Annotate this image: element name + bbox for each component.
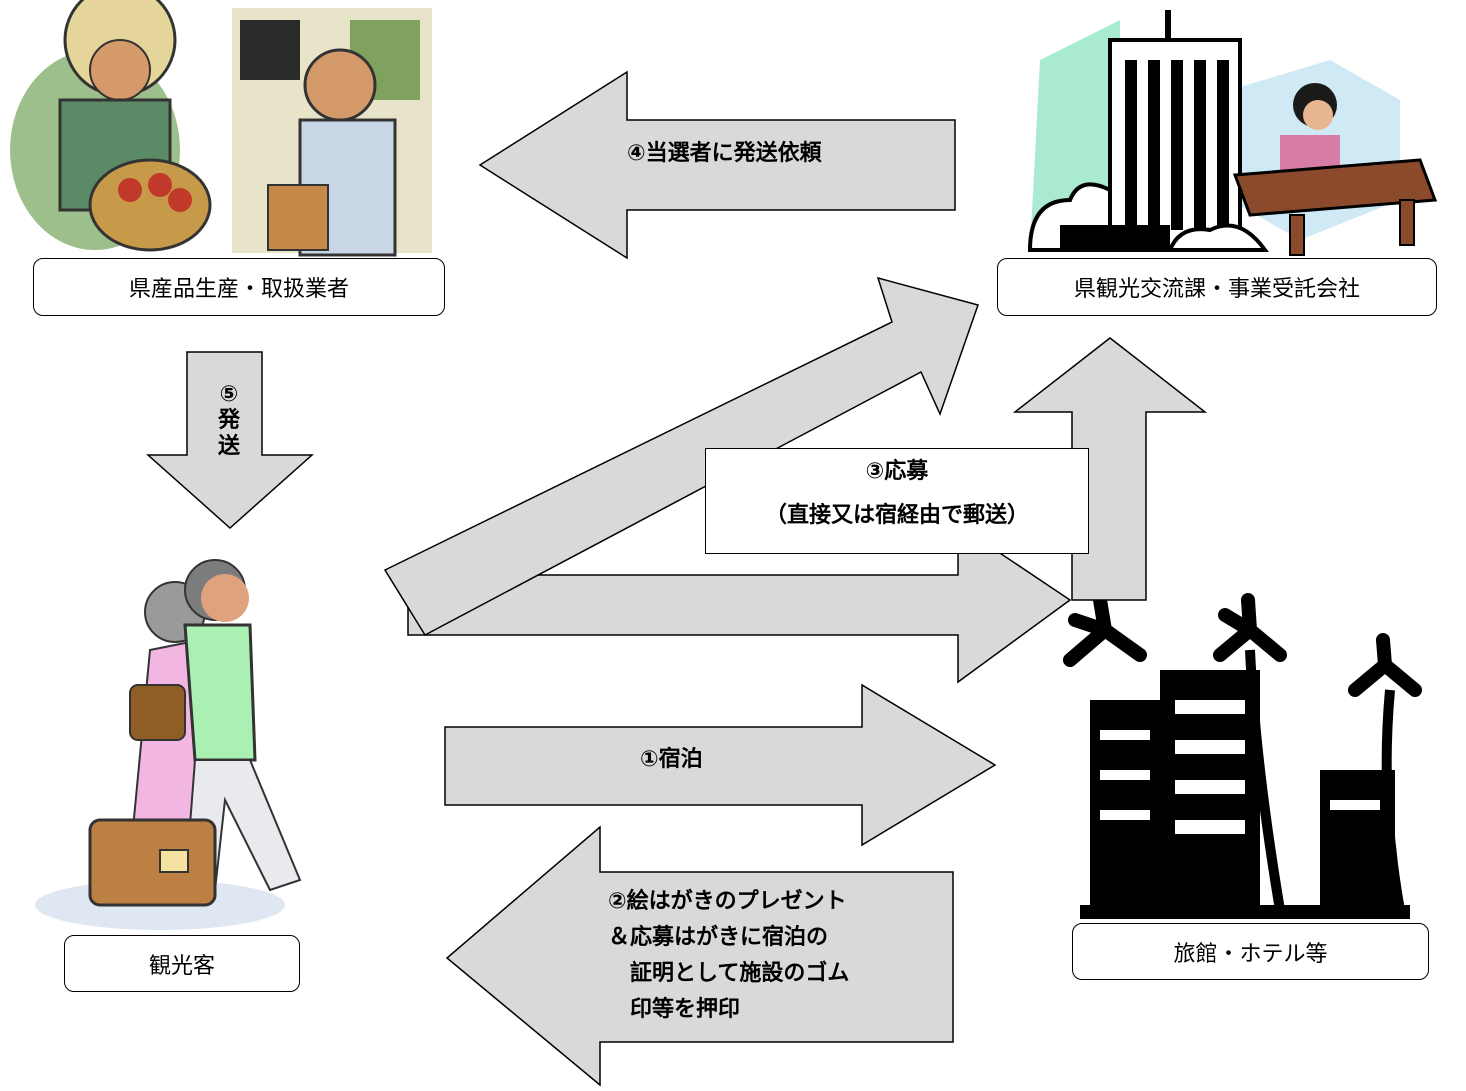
arrow-step2 xyxy=(445,825,954,1087)
node-hotel: 旅館・ホテル等 xyxy=(1072,923,1429,980)
node-office: 県観光交流課・事業受託会社 xyxy=(997,258,1437,316)
node-tourist-label: 観光客 xyxy=(148,953,215,979)
label-step5-char: 発 xyxy=(217,408,240,433)
arrow-step4 xyxy=(478,70,956,260)
node-office-label: 県観光交流課・事業受託会社 xyxy=(1073,277,1360,302)
label-step2-line: 証明として施設のゴム xyxy=(608,961,850,986)
arrow-step3-to-hotel xyxy=(407,523,1072,684)
resort-hotel-palm-trees-clipart xyxy=(1063,593,1422,919)
node-tourist: 観光客 xyxy=(64,935,300,992)
node-producers-label: 県産品生産・取扱業者 xyxy=(128,277,349,302)
arrow-step3-to-office xyxy=(383,276,979,636)
arrow-step5 xyxy=(146,351,314,530)
node-producers: 県産品生産・取扱業者 xyxy=(33,258,445,316)
label-step4: ④当選者に発送依頼 xyxy=(627,141,822,166)
label-step3-title: ③応募 xyxy=(865,459,929,484)
label-step1: ①宿泊 xyxy=(640,747,703,772)
label-step2: ②絵はがきのプレゼント ＆応募はがきに宿泊の 証明として施設のゴム 印等を押印 xyxy=(608,884,849,1028)
label-step5-char: ⑤ xyxy=(219,382,239,407)
office-building-and-clerk-clipart xyxy=(1027,10,1438,256)
traveling-couple-clipart xyxy=(35,559,302,930)
label-step5-char: 送 xyxy=(217,434,240,459)
label-step2-line: ＆応募はがきに宿泊の xyxy=(608,925,829,950)
label-step5: ⑤ 発 送 xyxy=(214,382,244,460)
label-step3-sub: （直接又は宿経由で郵送） xyxy=(764,503,1029,528)
arrow-step3-up xyxy=(1012,337,1208,601)
arrow-step1 xyxy=(444,683,997,847)
label-step2-line: ②絵はがきのプレゼント xyxy=(608,889,847,914)
label-step3-callout: ③応募 （直接又は宿経由で郵送） xyxy=(705,448,1089,554)
farmer-and-shopkeeper-clipart xyxy=(10,0,432,257)
label-step2-line: 印等を押印 xyxy=(608,997,741,1022)
node-hotel-label: 旅館・ホテル等 xyxy=(1173,941,1328,967)
